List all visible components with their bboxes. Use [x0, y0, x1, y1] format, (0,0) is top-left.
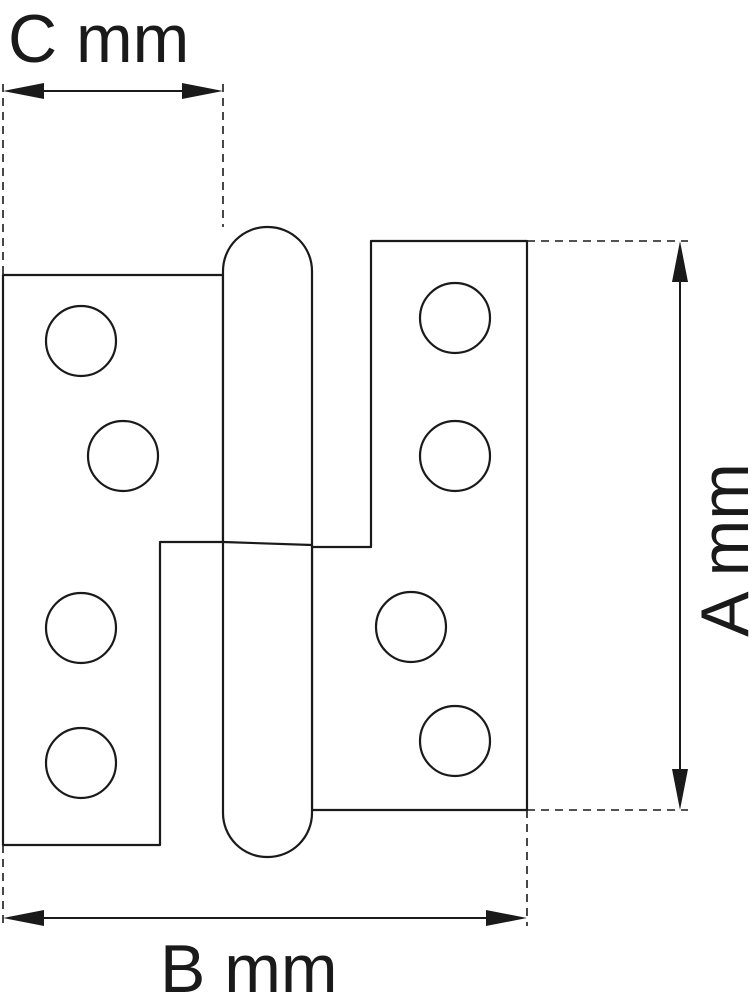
- a-dimension-label: A mm: [687, 463, 752, 637]
- b-dimension-label: B mm: [160, 931, 338, 1000]
- b-arrow-right: [486, 910, 527, 926]
- right-hinge-leaf: [310, 239, 529, 812]
- b-arrow-left: [3, 910, 44, 926]
- c-arrow-left: [3, 83, 44, 99]
- knuckle-split-line: [222, 540, 313, 547]
- a-arrow-top: [672, 241, 688, 282]
- left-screw-hole-1: [44, 304, 118, 378]
- right-screw-hole-4: [418, 704, 492, 778]
- c-dimension-label: C mm: [8, 1, 189, 77]
- right-screw-hole-2: [418, 419, 492, 493]
- c-arrow-right: [182, 83, 223, 99]
- left-screw-hole-4: [44, 726, 118, 800]
- right-screw-hole-3: [374, 590, 448, 664]
- left-screw-hole-2: [86, 419, 160, 493]
- a-arrow-bottom: [672, 769, 688, 810]
- left-screw-hole-3: [44, 591, 118, 665]
- right-screw-hole-1: [418, 281, 492, 355]
